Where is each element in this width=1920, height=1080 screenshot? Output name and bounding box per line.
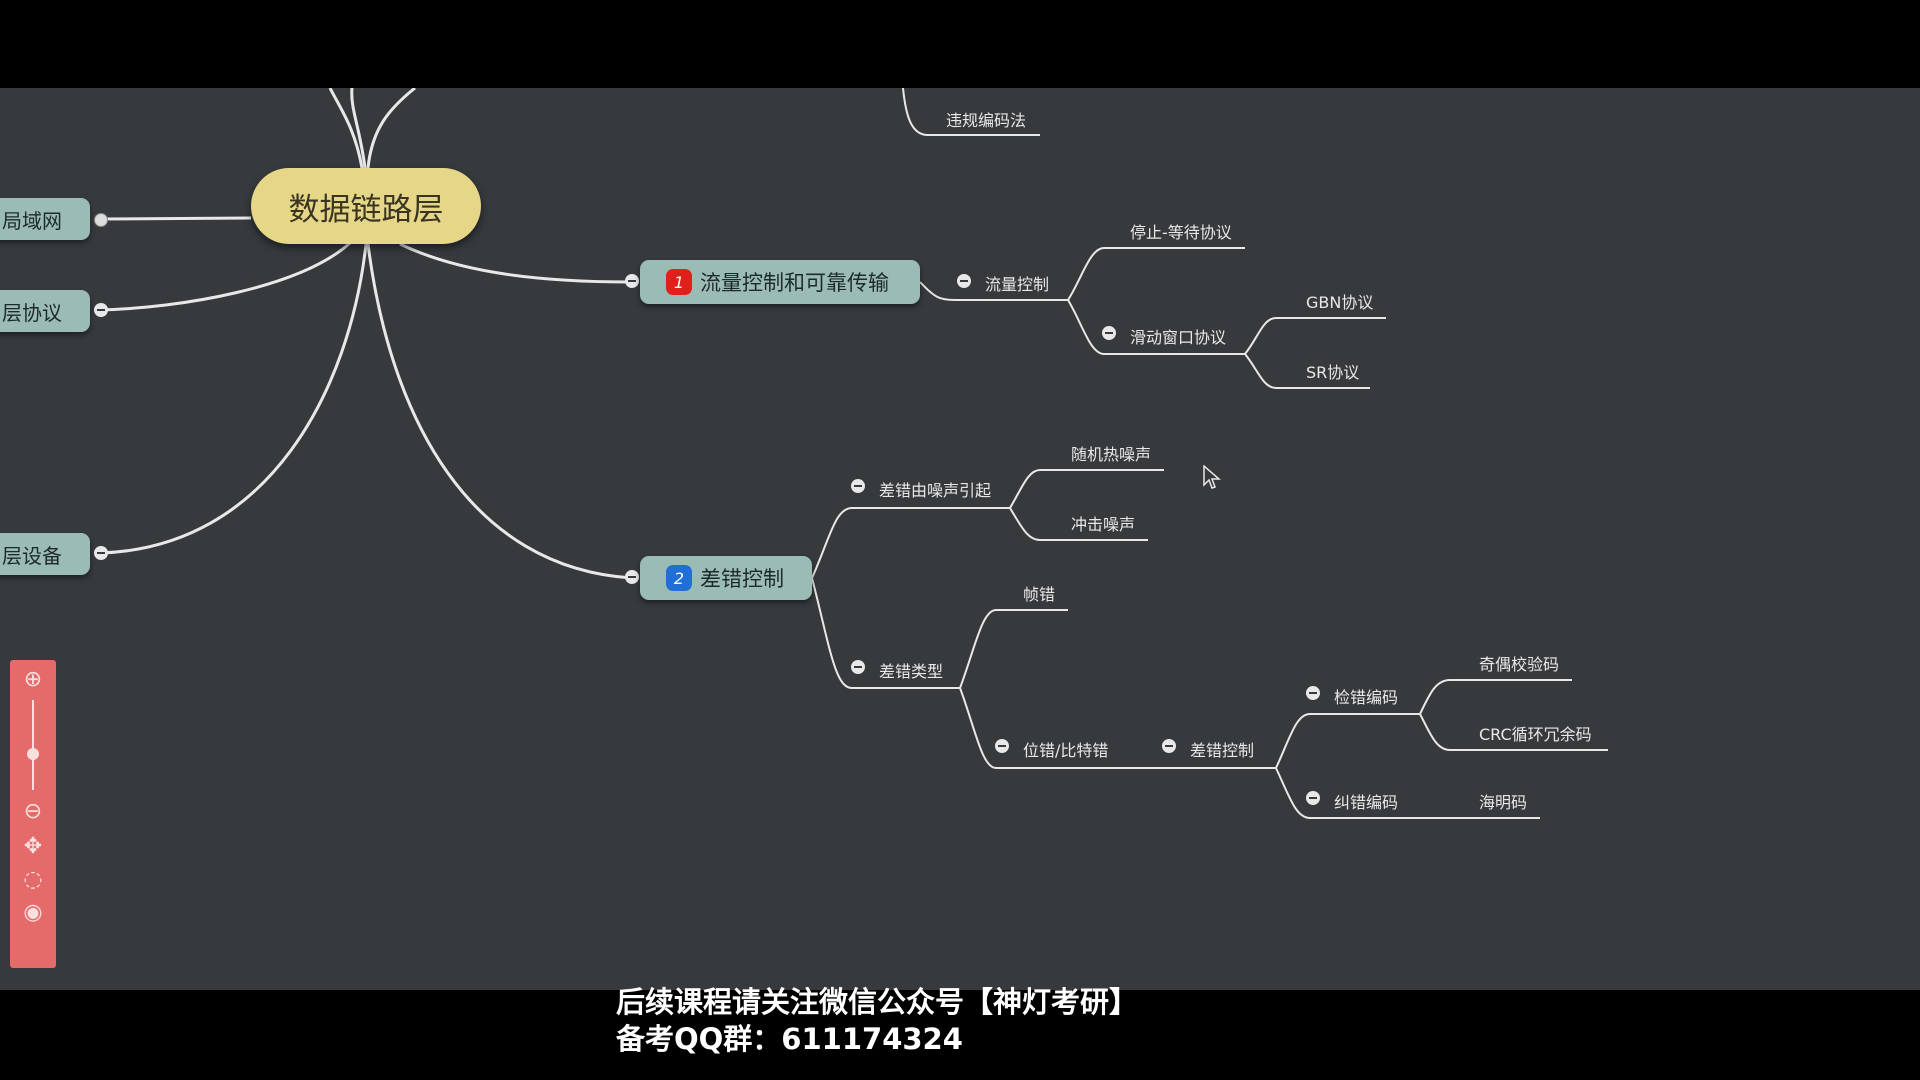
center-icon[interactable]: ◌ [23,867,43,892]
leaf-violation-encoding[interactable]: 违规编码法 [946,111,1027,130]
branch-device[interactable]: 层设备 [0,533,90,575]
collapse-toggle-flow[interactable] [957,274,971,288]
node-parity[interactable]: 奇偶校验码 [1479,655,1560,674]
subtitle-overlay: 后续课程请关注微信公众号【神灯考研】 备考QQ群：611174324 [616,984,1138,1058]
node-hamming[interactable]: 海明码 [1479,793,1528,812]
branch-error-control-label: 差错控制 [700,567,784,591]
node-error-types[interactable]: 差错类型 [879,662,944,681]
branch-protocol-label: 层协议 [2,300,62,325]
branch-flow-control[interactable]: 1 流量控制和可靠传输 [640,260,920,304]
node-error-control[interactable]: 差错控制 [1190,741,1255,760]
mouse-cursor-icon [1203,465,1221,489]
node-sliding-window[interactable]: 滑动窗口协议 [1130,328,1227,347]
root-node[interactable]: 数据链路层 [251,168,481,244]
collapse-toggle-device[interactable] [94,546,108,560]
zoom-slider[interactable] [27,700,39,790]
node-sr[interactable]: SR协议 [1306,363,1360,382]
zoom-toolbar: ⊕ ⊖ ✥ ◌ ◉ [10,660,56,968]
collapse-toggle-error-types[interactable] [851,660,865,674]
collapse-toggle-detect[interactable] [1306,686,1320,700]
collapse-toggle-branch2[interactable] [625,570,639,584]
node-stop-wait[interactable]: 停止-等待协议 [1130,223,1232,242]
node-random-noise[interactable]: 随机热噪声 [1071,445,1152,464]
subtitle-line-1: 后续课程请关注微信公众号【神灯考研】 [616,985,1139,1019]
collapse-toggle-noise[interactable] [851,479,865,493]
zoom-out-icon[interactable]: ⊖ [23,799,43,824]
zoom-slider-thumb[interactable] [27,748,39,760]
branch-protocol[interactable]: 层协议 [0,290,90,332]
branch-error-control[interactable]: 2 差错控制 [640,556,812,600]
mindmap-links [99,88,1608,819]
node-impulse-noise[interactable]: 冲击噪声 [1071,515,1136,534]
branch-lan[interactable]: 局域网 [0,198,90,240]
collapse-toggle-branch1[interactable] [625,274,639,288]
node-detect-code[interactable]: 检错编码 [1334,688,1399,707]
zoom-in-icon[interactable]: ⊕ [23,667,43,692]
node-frame-error[interactable]: 帧错 [1023,585,1056,604]
branch-lan-label: 局域网 [2,208,62,233]
branch-flow-control-label: 流量控制和可靠传输 [700,271,889,295]
node-flow-control[interactable]: 流量控制 [985,275,1050,294]
collapse-toggle-bit-error[interactable] [995,739,1009,753]
node-crc[interactable]: CRC循环冗余码 [1479,725,1592,744]
node-bit-error[interactable]: 位错/比特错 [1023,741,1109,760]
branch-device-label: 层设备 [2,543,62,568]
move-icon[interactable]: ✥ [23,834,43,859]
collapse-toggle-lan[interactable] [94,213,108,227]
collapse-toggle-error-control[interactable] [1162,739,1176,753]
priority-2-icon: 2 [666,565,692,591]
node-gbn[interactable]: GBN协议 [1306,293,1374,312]
priority-1-icon: 1 [666,269,692,295]
subtitle-line-2: 备考QQ群：611174324 [616,1022,963,1056]
node-noise-cause[interactable]: 差错由噪声引起 [879,481,992,500]
mindmap-canvas[interactable]: 数据链路层 局域网 层协议 层设备 违规编码法 1 流量控制和可靠传输 流量控制… [0,88,1920,990]
collapse-toggle-correct[interactable] [1306,791,1320,805]
node-correct-code[interactable]: 纠错编码 [1334,793,1399,812]
eye-icon[interactable]: ◉ [23,900,43,925]
collapse-toggle-protocol[interactable] [94,303,108,317]
collapse-toggle-sliding[interactable] [1102,326,1116,340]
